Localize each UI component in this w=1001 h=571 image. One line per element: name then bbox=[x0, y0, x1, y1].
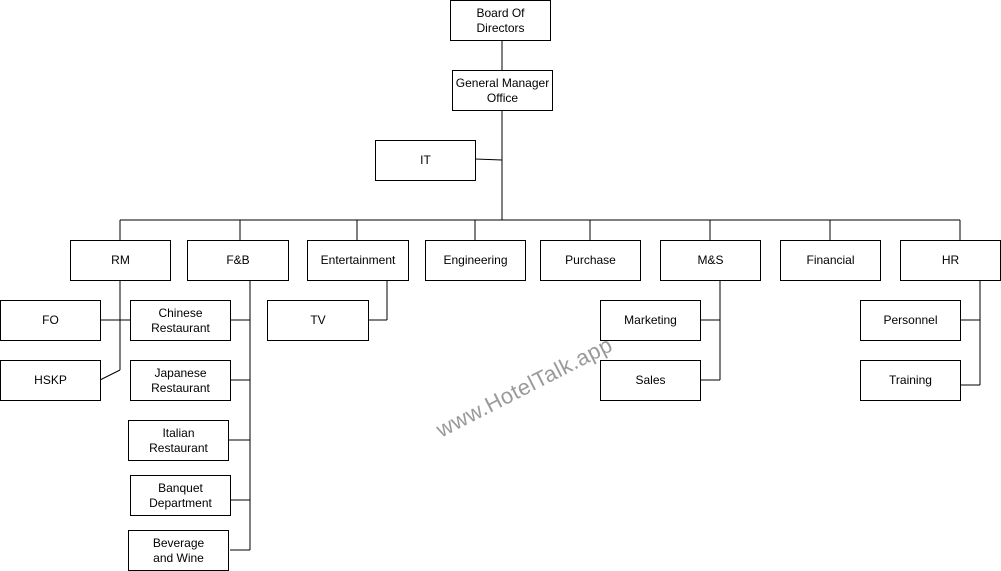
node-japanese-restaurant: Japanese Restaurant bbox=[130, 360, 231, 401]
node-purchase: Purchase bbox=[540, 240, 641, 281]
node-sales: Sales bbox=[600, 360, 701, 401]
node-financial: Financial bbox=[780, 240, 881, 281]
node-it: IT bbox=[375, 140, 476, 181]
node-chinese-restaurant: Chinese Restaurant bbox=[130, 300, 231, 341]
node-personnel: Personnel bbox=[860, 300, 961, 341]
node-banquet-department: Banquet Department bbox=[130, 475, 231, 516]
node-board-of-directors: Board Of Directors bbox=[450, 0, 551, 41]
node-marketing: Marketing bbox=[600, 300, 701, 341]
line-it bbox=[474, 158, 503, 161]
node-hr: HR bbox=[900, 240, 1001, 281]
node-general-manager-office: General Manager Office bbox=[452, 70, 553, 111]
node-tv: TV bbox=[267, 300, 369, 341]
node-italian-restaurant: Italian Restaurant bbox=[128, 420, 229, 461]
node-ms: M&S bbox=[660, 240, 761, 281]
node-training: Training bbox=[860, 360, 961, 401]
node-rm: RM bbox=[70, 240, 171, 281]
node-hskp: HSKP bbox=[0, 360, 101, 401]
node-beverage-and-wine: Beverage and Wine bbox=[128, 530, 229, 571]
node-engineering: Engineering bbox=[425, 240, 526, 281]
node-fo: FO bbox=[0, 300, 101, 341]
node-fb: F&B bbox=[187, 240, 289, 281]
node-entertainment: Entertainment bbox=[307, 240, 409, 281]
